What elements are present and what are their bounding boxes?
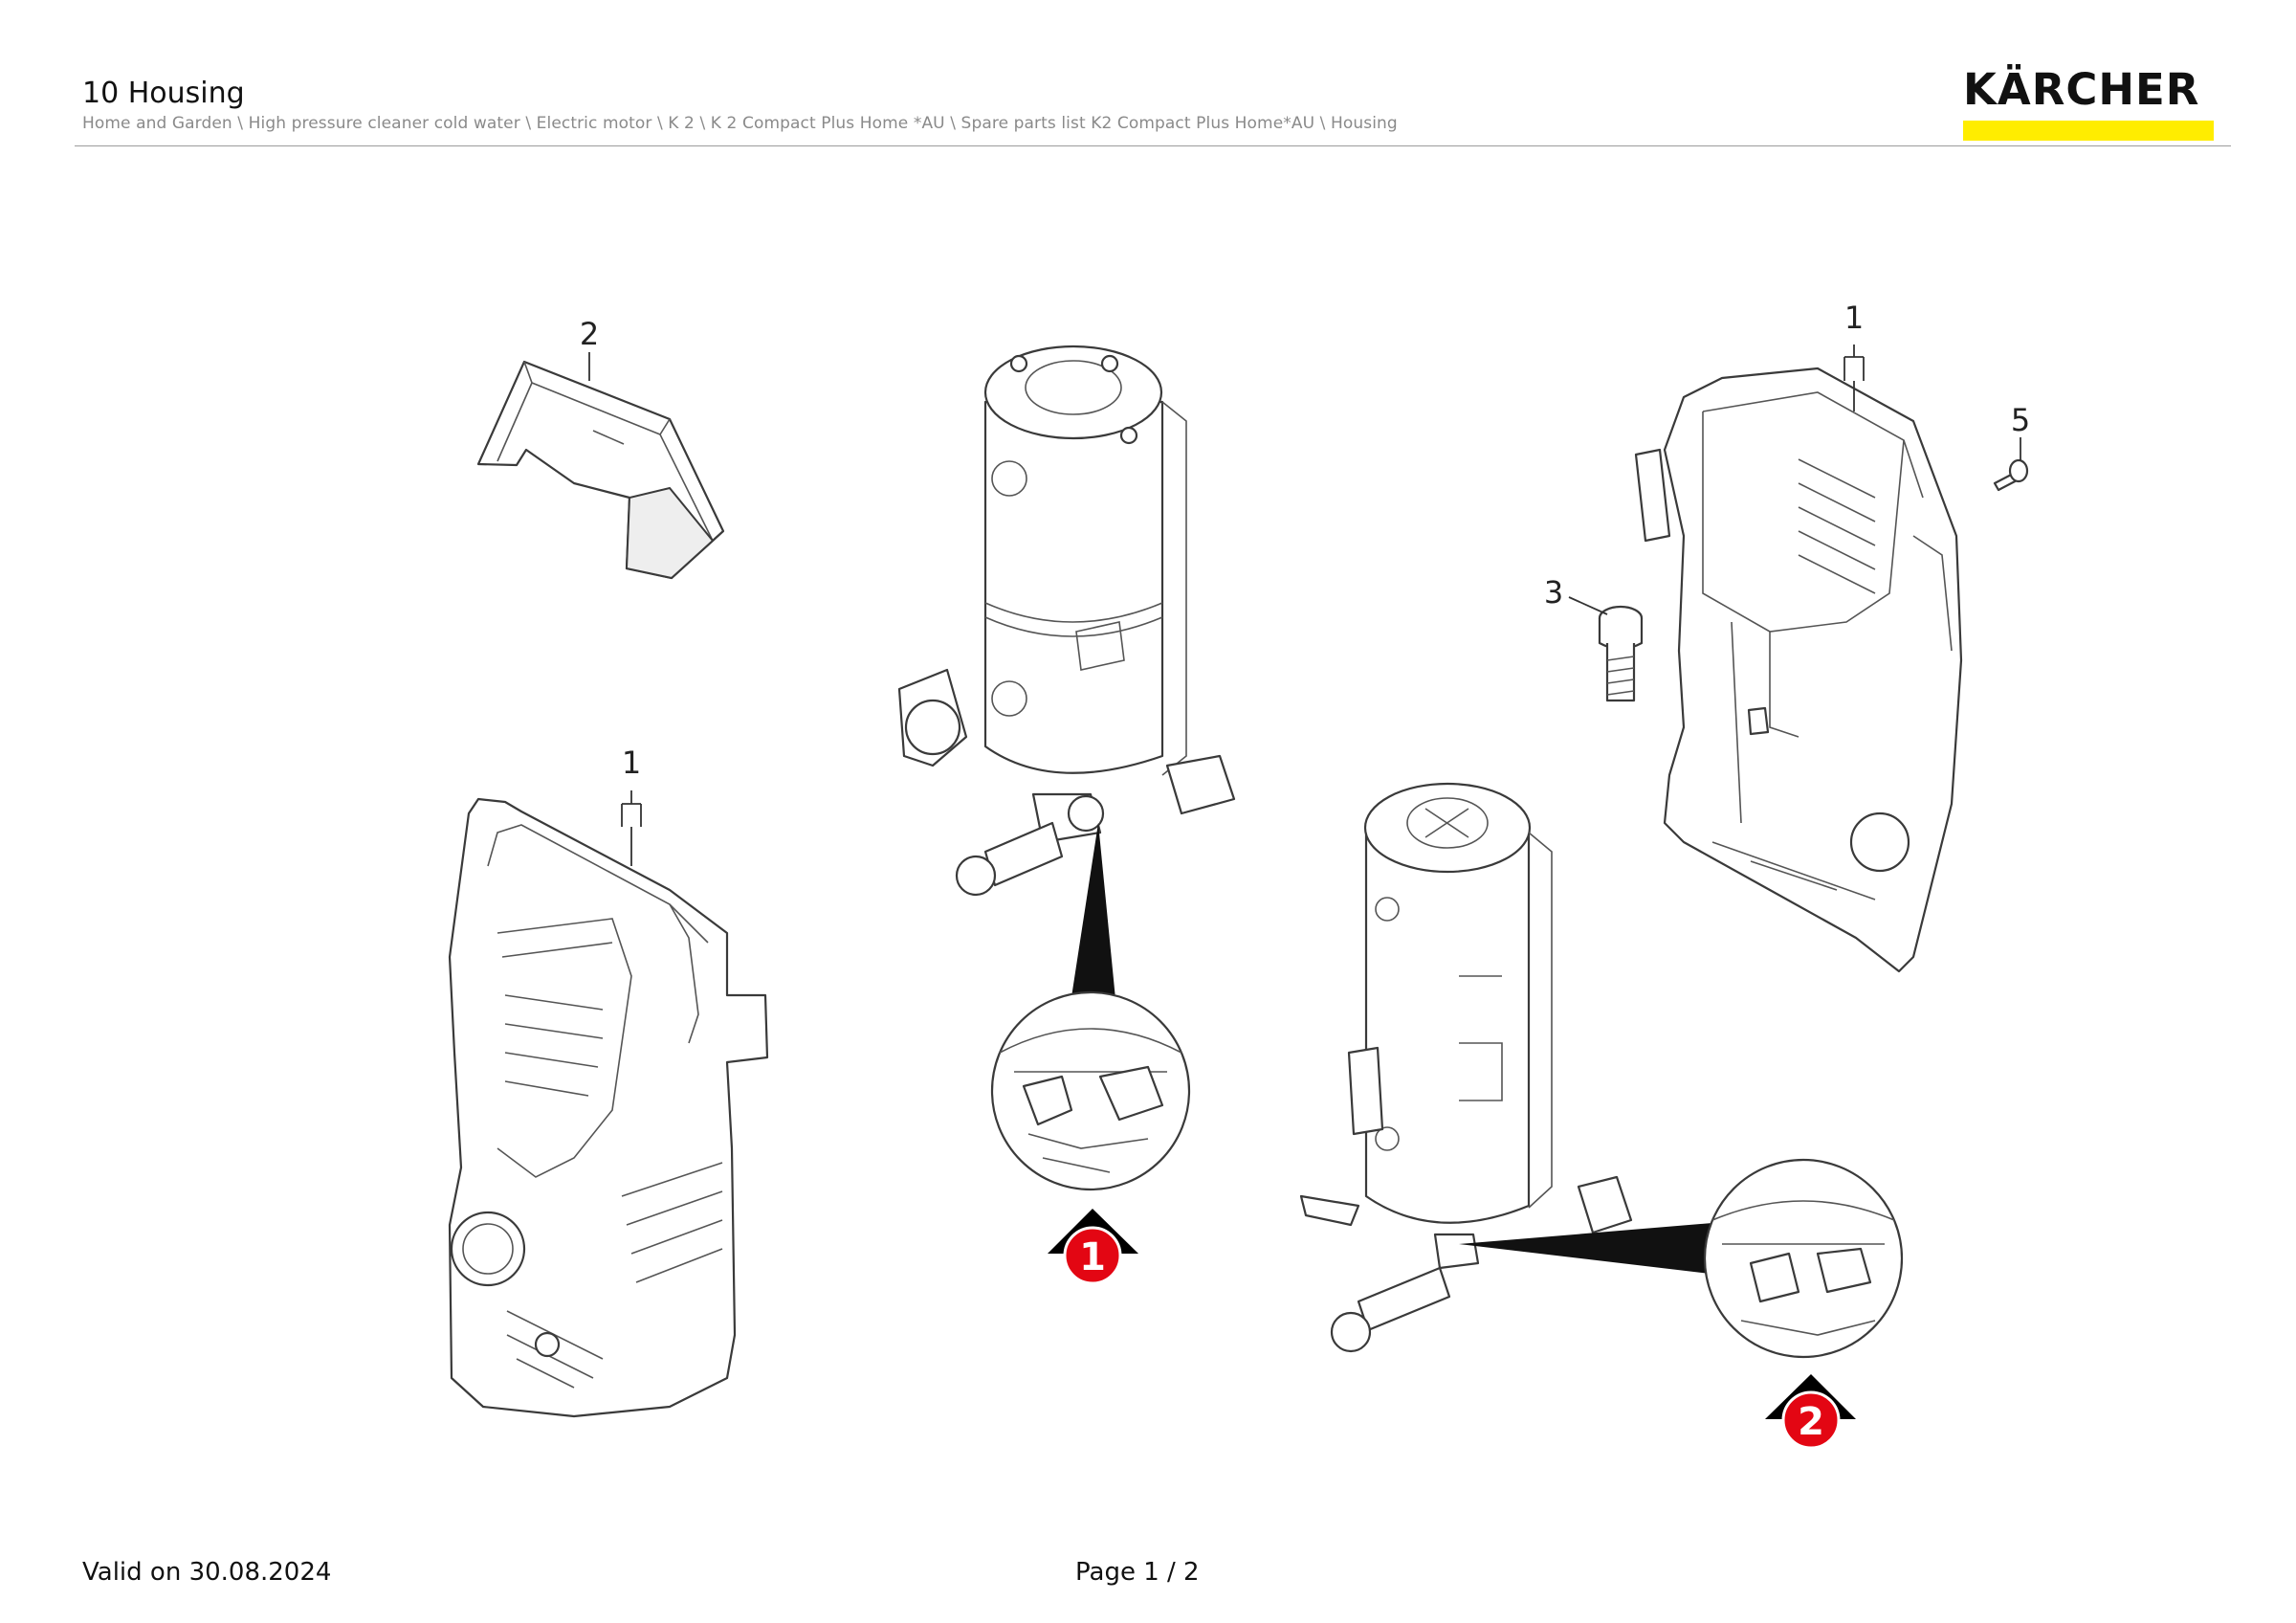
callout-5: 5 xyxy=(2011,402,2030,461)
part-front-cover xyxy=(448,797,769,1418)
karcher-logo: KÄRCHER xyxy=(1963,65,2216,141)
part-fitting-3 xyxy=(1598,605,1644,702)
logo-yellow-bar xyxy=(1963,121,2214,141)
badge-circle-1 xyxy=(1063,1226,1122,1285)
callout-number: 1 xyxy=(1844,300,1864,336)
badge-number-2: 2 xyxy=(1798,1400,1824,1444)
part-motor-pump-unit-bottom xyxy=(1299,782,1633,1353)
callout-1-rear: 1 xyxy=(1843,300,1865,411)
breadcrumb: Home and Garden \ High pressure cleaner … xyxy=(82,114,1398,133)
page-number: Page 1 / 2 xyxy=(1075,1558,1200,1587)
detail-magnifier-1 xyxy=(990,823,1191,1191)
callout-number: 5 xyxy=(2011,402,2030,438)
callout-number: 3 xyxy=(1544,574,1563,611)
callout-number: 1 xyxy=(622,745,641,781)
callout-1-front: 1 xyxy=(621,745,642,866)
valid-date: Valid on 30.08.2024 xyxy=(82,1558,332,1587)
page-title: 10 Housing xyxy=(82,77,245,110)
detail-badge-1: 1 xyxy=(1048,1209,1138,1285)
part-handle xyxy=(476,360,725,580)
part-rear-housing xyxy=(1634,367,1963,973)
callout-3: 3 xyxy=(1544,574,1608,615)
callout-number: 2 xyxy=(580,316,599,352)
header-divider xyxy=(75,145,2231,146)
logo-wordmark: KÄRCHER xyxy=(1963,64,2200,115)
part-screw-5 xyxy=(1993,458,2029,492)
badge-circle-2 xyxy=(1781,1390,1841,1450)
detail-magnifier-2 xyxy=(1459,1158,1904,1359)
detail-badge-2: 2 xyxy=(1765,1374,1856,1450)
badge-number-1: 1 xyxy=(1079,1235,1106,1279)
part-motor-pump-unit-top xyxy=(897,345,1236,897)
callout-2: 2 xyxy=(580,316,599,381)
